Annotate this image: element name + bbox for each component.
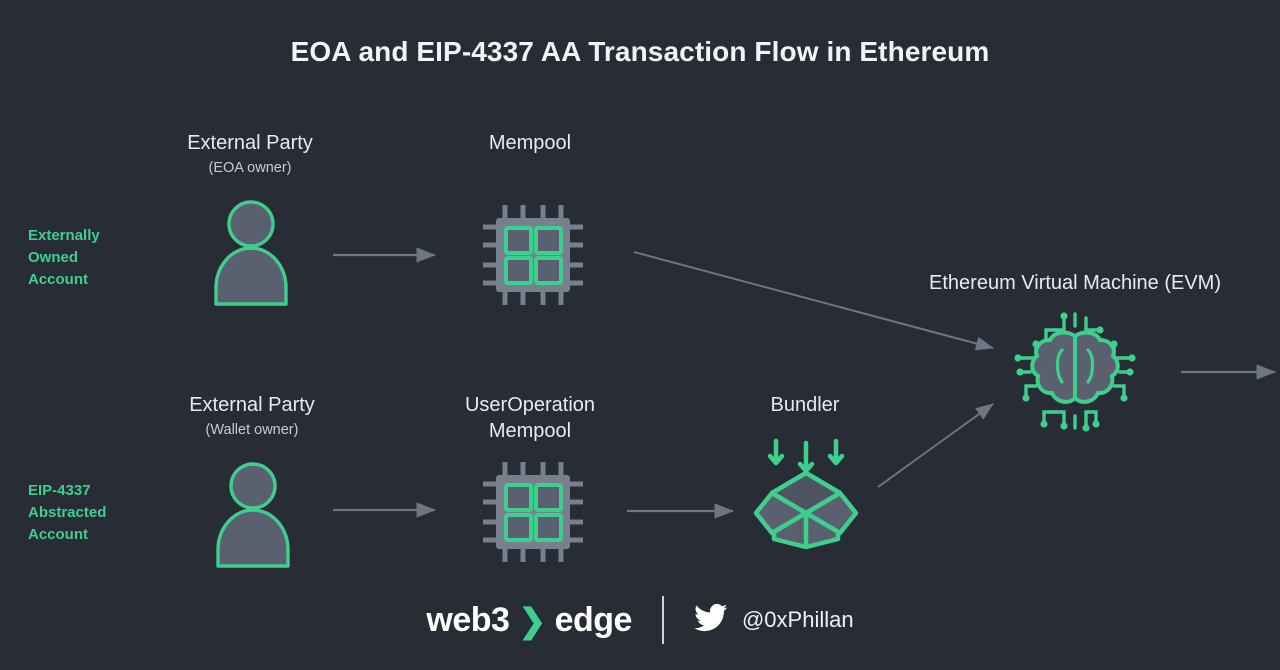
node-title-evm: Ethereum Virtual Machine (EVM) [929,272,1221,294]
twitter-handle[interactable]: @0xPhillan [741,607,854,632]
footer-divider [661,596,664,644]
person-icon [208,198,294,311]
node-title-useroperation-mempool: UserOperation Mempool [464,394,596,442]
chip-icon [481,460,585,569]
chevron-right-icon: ❯ [518,601,546,639]
arrow-mempool-to-evm [633,251,994,351]
brand-word-edge: edge [554,600,633,639]
package-box-icon [752,437,860,554]
chip-icon [481,203,585,312]
brand-word-web3: web3 [426,600,510,639]
person-icon [210,460,296,573]
node-title-mempool: Mempool [488,132,572,154]
node-title-external-party-eoa: External Party [187,132,313,154]
node-subtitle-eoa-owner: (EOA owner) [208,160,292,176]
row-label-eip4337-abstracted-account: EIP-4337 Abstracted Account [28,482,107,543]
footer: web3 ❯ edge @0xPhillan [0,596,1280,644]
node-title-bundler: Bundler [770,394,840,416]
row-label-externally-owned-account: Externally Owned Account [28,227,100,288]
brand-logo: web3 ❯ edge [426,601,632,640]
brain-circuit-icon [1012,308,1138,439]
social-handle-group[interactable]: @0xPhillan [694,603,854,637]
arrow-bundler-to-evm [877,403,994,488]
twitter-bird-icon[interactable] [694,603,728,637]
node-subtitle-wallet-owner: (Wallet owner) [205,422,299,438]
node-title-external-party-wallet: External Party [189,394,315,416]
page-title: EOA and EIP-4337 AA Transaction Flow in … [290,36,990,67]
